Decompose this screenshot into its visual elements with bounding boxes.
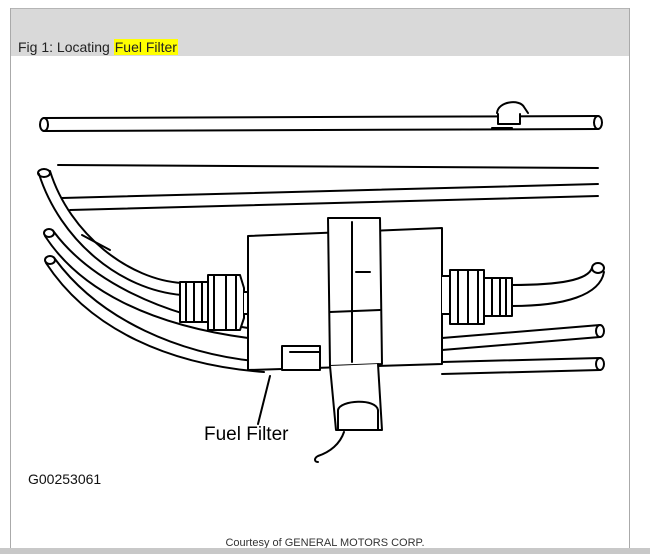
inlet-fuel-lines (37, 168, 265, 373)
caption-bar: Fig 1: Locating Fuel Filter (11, 8, 629, 56)
outlet-fuel-lines (441, 262, 605, 375)
frame-rails (57, 164, 599, 211)
top-rail-tube (39, 101, 603, 132)
figure-caption: Fig 1: Locating Fuel Filter (18, 39, 178, 55)
caption-highlight: Fuel Filter (113, 39, 178, 55)
callout-leader (257, 375, 271, 425)
inlet-fitting (179, 274, 251, 331)
caption-prefix: Fig 1: Locating (18, 39, 114, 55)
bottom-bar (0, 548, 650, 554)
outlet-fitting (441, 269, 513, 325)
fuel-filter-body (247, 217, 443, 371)
credit-line: Courtesy of GENERAL MOTORS CORP. (225, 537, 425, 549)
mounting-bracket (314, 363, 383, 463)
figure-frame: Fig 1: Locating Fuel Filter (10, 8, 630, 554)
fuel-filter-callout: Fuel Filter (204, 424, 289, 445)
figure-id: G00253061 (28, 471, 102, 487)
